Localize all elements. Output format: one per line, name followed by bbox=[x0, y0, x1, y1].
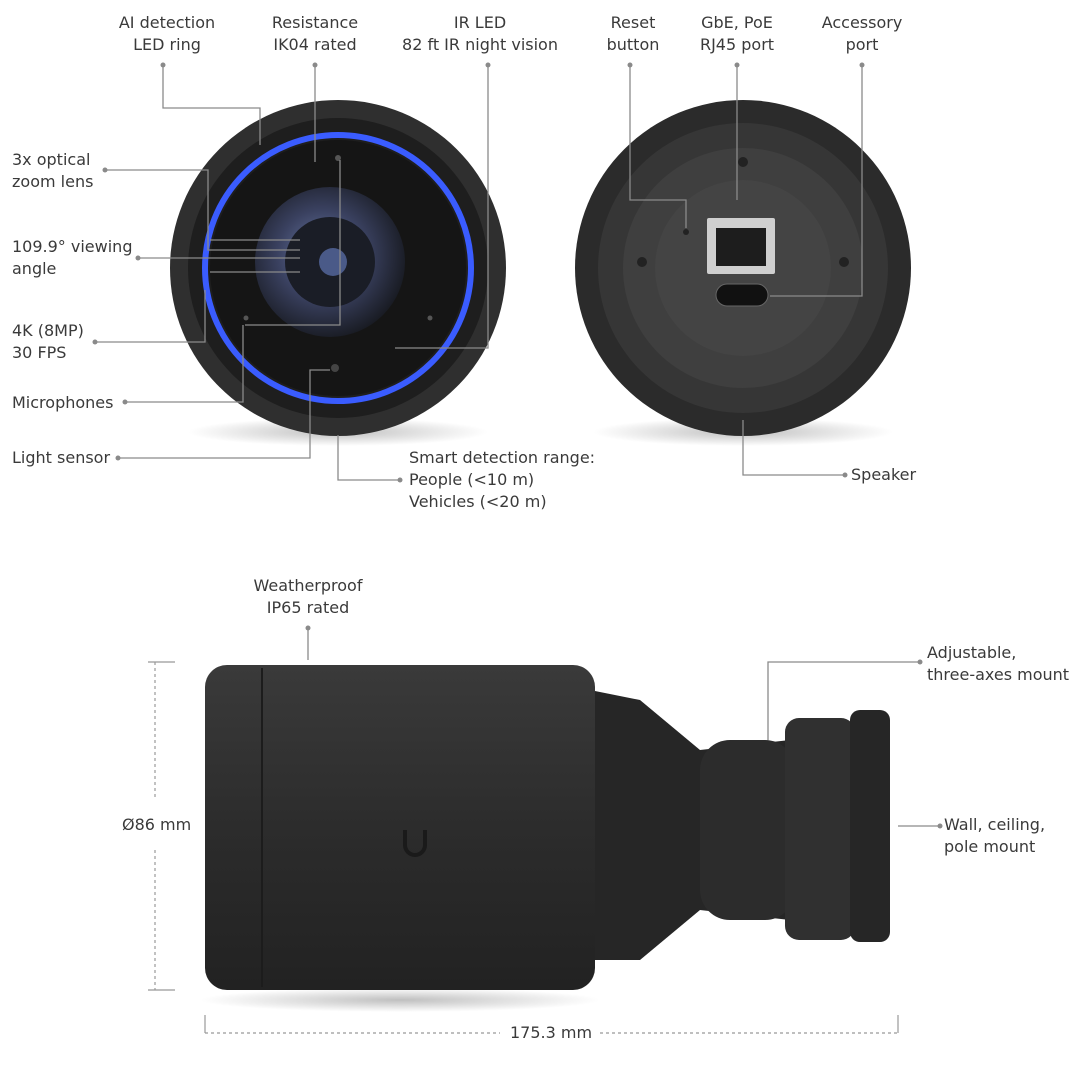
label-smart-detection: Smart detection range: People (<10 m) Ve… bbox=[409, 448, 596, 511]
side-view-camera bbox=[200, 665, 890, 1012]
light-sensor bbox=[331, 364, 339, 372]
label-weatherproof: Weatherproof IP65 rated bbox=[253, 576, 363, 617]
leader-lines bbox=[95, 65, 940, 827]
label-reset: Reset button bbox=[606, 13, 660, 54]
led-ring bbox=[202, 132, 474, 404]
label-mount-adjust: Adjustable, three-axes mount bbox=[927, 643, 1070, 684]
label-speaker: Speaker bbox=[851, 465, 917, 484]
label-length: 175.3 mm bbox=[509, 1023, 593, 1042]
label-mount-type: Wall, ceiling, pole mount bbox=[944, 815, 1046, 856]
label-accessory: Accessory port bbox=[821, 13, 903, 54]
label-resolution: 4K (8MP) 30 FPS bbox=[12, 321, 84, 362]
brand-logo bbox=[403, 830, 427, 857]
leader-dots bbox=[92, 62, 943, 829]
label-microphones: Microphones bbox=[12, 393, 114, 412]
front-view-camera bbox=[170, 100, 506, 446]
label-light-sensor: Light sensor bbox=[12, 448, 111, 467]
mount-plate bbox=[850, 710, 890, 942]
label-ai-led-ring: AI detection LED ring bbox=[118, 13, 216, 54]
reset-button bbox=[683, 229, 689, 235]
dimension-lines bbox=[148, 661, 899, 1034]
label-resistance: Resistance IK04 rated bbox=[271, 13, 359, 54]
label-viewing-angle: 109.9° viewing angle bbox=[12, 237, 133, 278]
usb-c-accessory-port bbox=[715, 283, 769, 307]
label-diameter: Ø86 mm bbox=[122, 815, 192, 834]
label-zoom-lens: 3x optical zoom lens bbox=[12, 150, 94, 191]
back-view-camera bbox=[575, 100, 911, 446]
label-rj45: GbE, PoE RJ45 port bbox=[699, 13, 775, 54]
label-ir-led: IR LED 82 ft IR night vision bbox=[402, 13, 558, 54]
